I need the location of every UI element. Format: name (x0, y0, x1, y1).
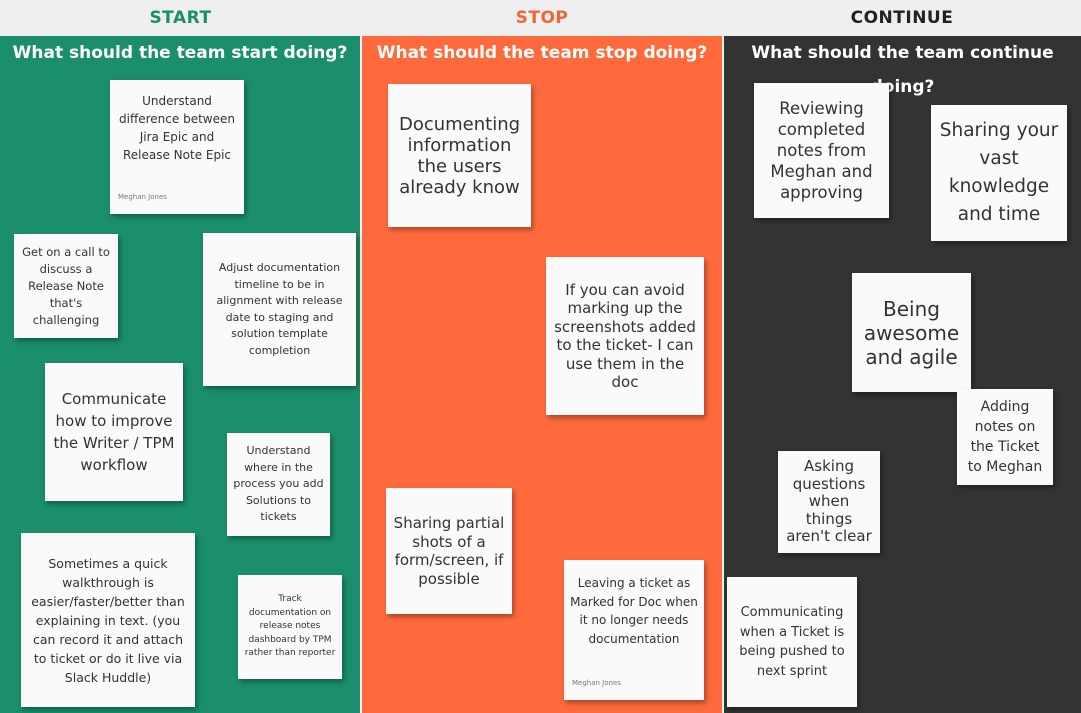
sticky-note[interactable]: Asking questions when things aren't clea… (778, 451, 880, 553)
start-column-title: What should the team start doing? (12, 43, 348, 63)
sticky-note-text: Communicating when a Ticket is being pus… (739, 605, 845, 679)
sticky-note-text: If you can avoid marking up the screensh… (554, 280, 696, 392)
column-header-start: START (0, 0, 361, 36)
stop-column: What should the team stop doing? Documen… (362, 36, 722, 713)
sticky-note[interactable]: Being awesome and agile (852, 273, 971, 392)
continue-column-title: What should the team continue doing? (751, 43, 1054, 97)
sticky-note-text: Sometimes a quick walkthrough is easier/… (31, 555, 185, 685)
sticky-note-text: Communicate how to improve the Writer / … (53, 390, 175, 474)
start-column: What should the team start doing? Unders… (0, 36, 360, 713)
sticky-note-text: Track documentation on release notes das… (244, 594, 336, 659)
sticky-note[interactable]: Communicate how to improve the Writer / … (45, 363, 183, 501)
stop-column-title: What should the team stop doing? (376, 43, 708, 63)
sticky-note-text: Adjust documentation timeline to be in a… (216, 261, 343, 357)
column-header-stop: STOP (361, 0, 723, 36)
sticky-note-text: Being awesome and agile (863, 296, 960, 369)
sticky-note[interactable]: Communicating when a Ticket is being pus… (727, 577, 857, 707)
sticky-note[interactable]: Adjust documentation timeline to be in a… (203, 233, 356, 386)
sticky-note[interactable]: Sharing your vast knowledge and time (931, 105, 1067, 241)
sticky-note[interactable]: Adding notes on the Ticket to Meghan (957, 389, 1053, 485)
sticky-note-text: Adding notes on the Ticket to Meghan (967, 399, 1043, 475)
sticky-note-author: Meghan Jones (118, 193, 167, 201)
continue-column: What should the team continue doing? Rev… (724, 36, 1081, 713)
sticky-note-text: Sharing your vast knowledge and time (939, 120, 1059, 225)
sticky-note[interactable]: If you can avoid marking up the screensh… (546, 257, 704, 415)
column-header-continue: CONTINUE (723, 0, 1081, 36)
sticky-note[interactable]: Documenting information the users alread… (388, 84, 531, 227)
sticky-note-text: Asking questions when things aren't clea… (786, 457, 872, 546)
sticky-note-text: Leaving a ticket as Marked for Doc when … (570, 576, 698, 646)
sticky-note[interactable]: Get on a call to discuss a Release Note … (14, 234, 118, 338)
sticky-note[interactable]: Understand difference between Jira Epic … (110, 80, 244, 214)
sticky-note-text: Documenting information the users alread… (398, 113, 521, 198)
sticky-note-author: Meghan Jones (572, 678, 621, 687)
sticky-note[interactable]: Understand where in the process you add … (227, 433, 330, 536)
sticky-note-text: Understand where in the process you add … (233, 444, 324, 524)
sticky-note-text: Get on a call to discuss a Release Note … (22, 244, 110, 327)
sticky-note[interactable]: Sometimes a quick walkthrough is easier/… (21, 533, 195, 707)
sticky-note-text: Understand difference between Jira Epic … (119, 94, 235, 162)
sticky-note[interactable]: Leaving a ticket as Marked for Doc when … (564, 560, 704, 700)
sticky-note[interactable]: Track documentation on release notes das… (238, 575, 342, 679)
sticky-note-text: Reviewing completed notes from Meghan an… (770, 99, 873, 202)
sticky-note[interactable]: Reviewing completed notes from Meghan an… (754, 83, 889, 218)
sticky-note-text: Sharing partial shots of a form/screen, … (393, 514, 505, 588)
sticky-note[interactable]: Sharing partial shots of a form/screen, … (386, 488, 512, 614)
